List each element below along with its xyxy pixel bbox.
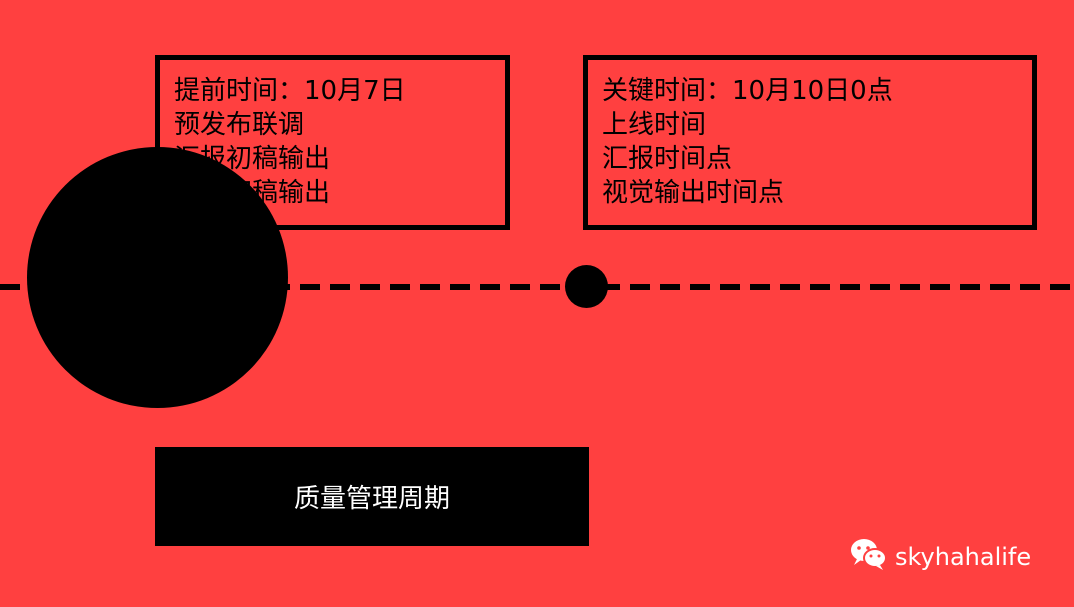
timeline-dashed-line xyxy=(0,284,1074,290)
milestone-early-item: 预发布联调 xyxy=(174,110,305,140)
watermark-text: skyhahalife xyxy=(895,543,1032,571)
milestone-early-time: 提前时间：10月7日 xyxy=(174,76,406,106)
cycle-label-text: 质量管理周期 xyxy=(293,484,450,514)
timeline-start-node xyxy=(27,147,288,408)
cycle-label: 质量管理周期 xyxy=(155,447,589,546)
watermark: skyhahalife xyxy=(849,537,1031,577)
milestone-key-time: 关键时间：10月10日0点 xyxy=(602,76,893,106)
wechat-icon xyxy=(849,537,889,577)
milestone-key-item: 汇报时间点 xyxy=(602,144,733,174)
timeline-key-node xyxy=(565,265,608,308)
milestone-key-item: 上线时间 xyxy=(602,110,707,140)
milestone-key-item: 视觉输出时间点 xyxy=(602,178,785,208)
milestone-box-key: 关键时间：10月10日0点 上线时间 汇报时间点 视觉输出时间点 xyxy=(583,55,1037,230)
